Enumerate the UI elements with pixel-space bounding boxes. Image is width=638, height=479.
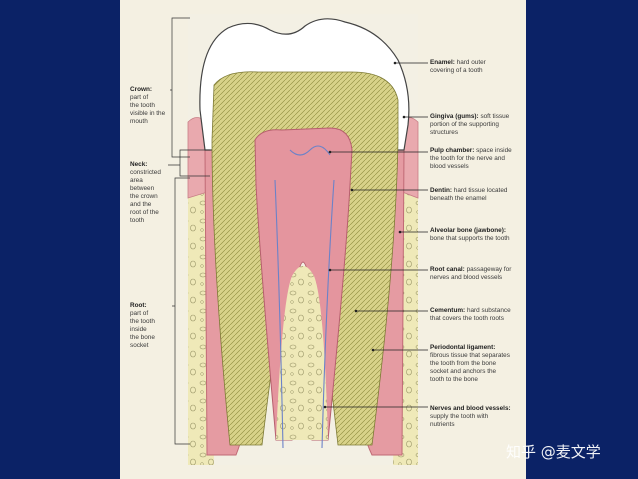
watermark: 知乎 @麦文学 [506, 443, 601, 461]
label-enamel: Enamel: hard outer covering of a tooth [430, 59, 486, 74]
label-neck-term: Neck: [130, 161, 148, 168]
label-dentin: Dentin: hard tissue located beneath the … [430, 187, 508, 202]
label-alveolar-bone: Alveolar bone (jawbone): bone that suppo… [430, 227, 510, 242]
left-leader-lines [168, 17, 210, 445]
label-root-canal: Root canal: passageway for nerves and bl… [430, 266, 512, 281]
label-periodontal-ligament: Periodontal ligament: fibrous tissue tha… [430, 344, 510, 383]
label-crown-term: Crown: [130, 86, 153, 93]
right-leader-lines [325, 62, 428, 408]
leader-dots [323, 61, 406, 409]
left-backdrop [0, 0, 120, 479]
label-cementum: Cementum: hard substance that covers the… [430, 307, 511, 322]
right-backdrop [526, 0, 638, 479]
label-nerves-blood-vessels: Nerves and blood vessels: supply the too… [430, 405, 511, 428]
interradicular-bone [276, 266, 328, 440]
label-pulp-chamber: Pulp chamber: space inside the tooth for… [430, 147, 512, 170]
label-gingiva: Gingiva (gums): soft tissue portion of t… [430, 113, 510, 136]
nerves-and-blood-vessels [274, 145, 335, 449]
label-root-term: Root: [130, 302, 147, 309]
